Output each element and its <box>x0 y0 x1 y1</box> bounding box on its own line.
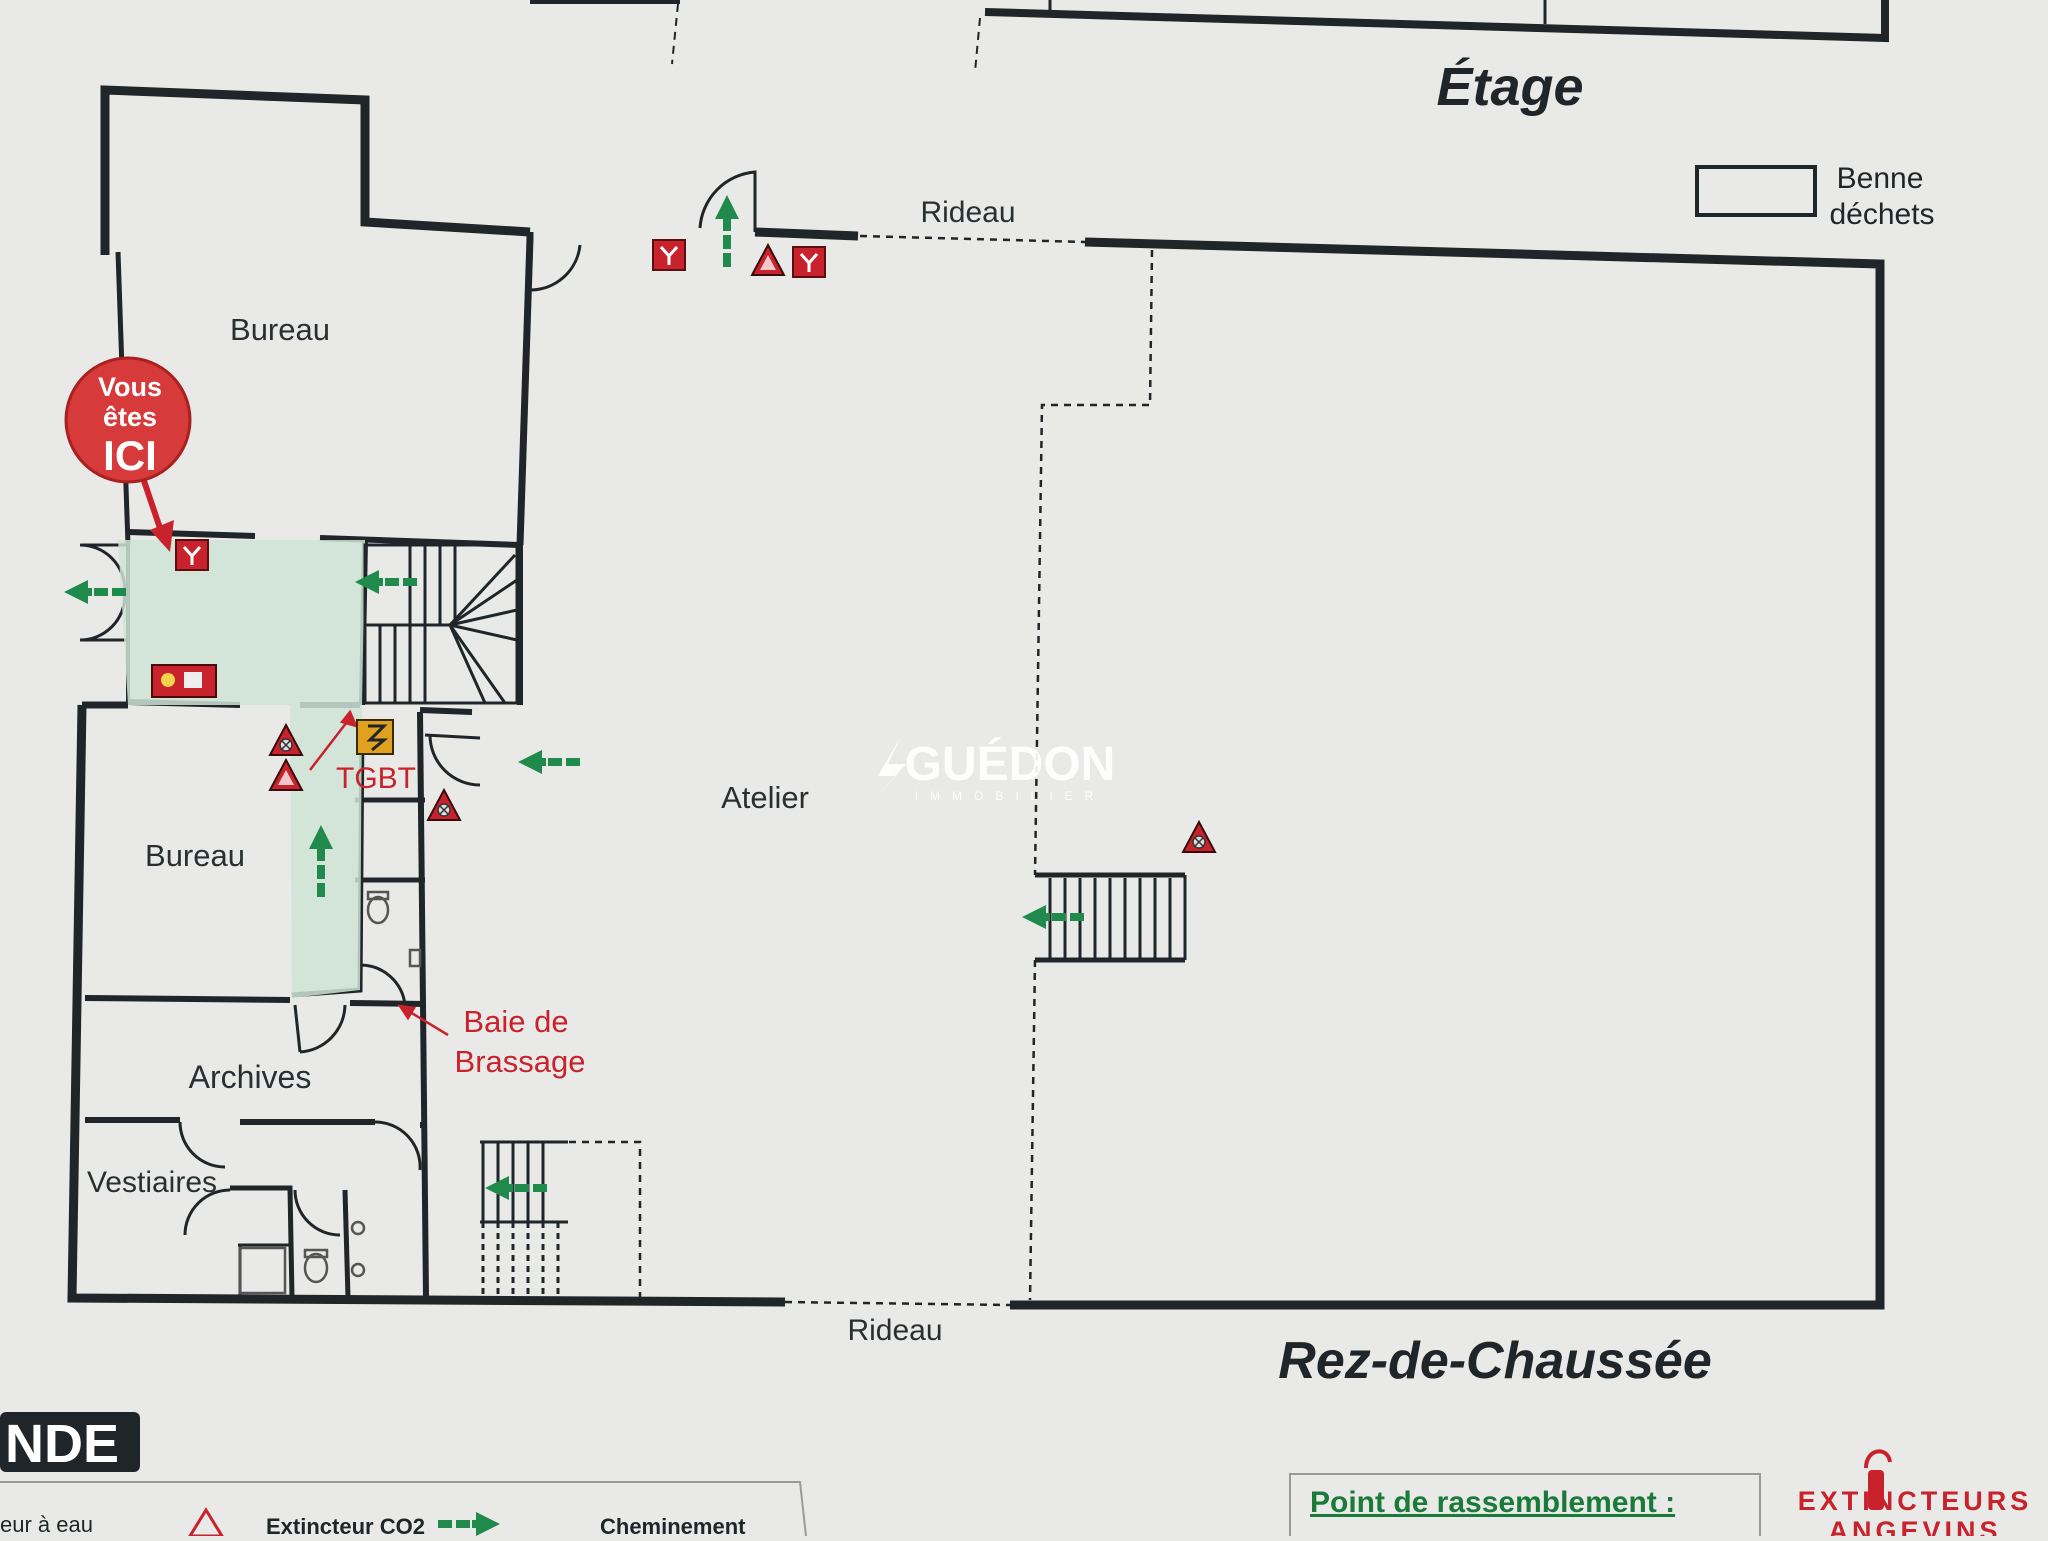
you-are-here-line1: Vous <box>98 372 162 402</box>
label-rideau-bottom: Rideau <box>847 1314 942 1347</box>
alarm-box-icon <box>151 664 217 698</box>
label-baie-2: Brassage <box>455 1044 586 1079</box>
heading-upper-floor: Étage <box>1436 57 1583 117</box>
label-atelier: Atelier <box>721 780 809 815</box>
label-benne-2: déchets <box>1829 198 1934 231</box>
you-are-here-line3: ICI <box>103 432 157 479</box>
legend-title: NDE <box>5 1414 119 1474</box>
logo-line2: ANGEVINS <box>1828 1516 2001 1536</box>
toilet-icon <box>366 890 422 968</box>
heading-ground-floor: Rez-de-Chaussée <box>1278 1332 1711 1390</box>
red-square-y-icon <box>791 245 827 279</box>
you-are-here-line2: êtes <box>103 402 157 432</box>
label-rideau-top: Rideau <box>920 196 1015 229</box>
label-benne-1: Benne <box>1837 162 1924 195</box>
red-square-y-icon <box>651 238 687 272</box>
red-square-y-icon <box>174 538 210 572</box>
lightning-icon <box>356 719 394 755</box>
refuge-zone-corridor <box>290 705 362 998</box>
legend-item-path: Cheminement <box>600 1514 746 1536</box>
toilet-icon-vestiaires <box>238 1220 366 1295</box>
legend-assembly-point: Point de rassemblement : <box>1310 1486 1675 1519</box>
label-vestiaires: Vestiaires <box>87 1166 217 1199</box>
legend-item-co2: Extincteur CO2 <box>266 1514 425 1536</box>
label-baie-1: Baie de <box>463 1004 568 1039</box>
logo-line1: EXTINCTEURS <box>1798 1486 2033 1516</box>
upper-floor-fragment <box>530 0 1889 73</box>
watermark: GUÉDON IMMOBILIER <box>874 737 1115 803</box>
refuge-zone-top <box>118 540 365 705</box>
watermark-brand: GUÉDON <box>905 737 1116 791</box>
label-bureau-top: Bureau <box>230 312 330 347</box>
legend-item-water: eur à eau <box>0 1512 93 1536</box>
label-tgbt: TGBT <box>336 762 416 795</box>
benne-box <box>1695 165 1817 217</box>
label-archives: Archives <box>189 1059 312 1095</box>
label-bureau-lower: Bureau <box>145 838 245 873</box>
dashed-lines <box>556 234 1154 1307</box>
you-are-here-marker: Vous êtes ICI <box>64 356 192 552</box>
legend: NDE eur à eau Extincteur CO2 Cheminement… <box>0 1412 1761 1541</box>
pointer-lines <box>309 709 449 1037</box>
watermark-sub: IMMOBILIER <box>915 789 1106 803</box>
